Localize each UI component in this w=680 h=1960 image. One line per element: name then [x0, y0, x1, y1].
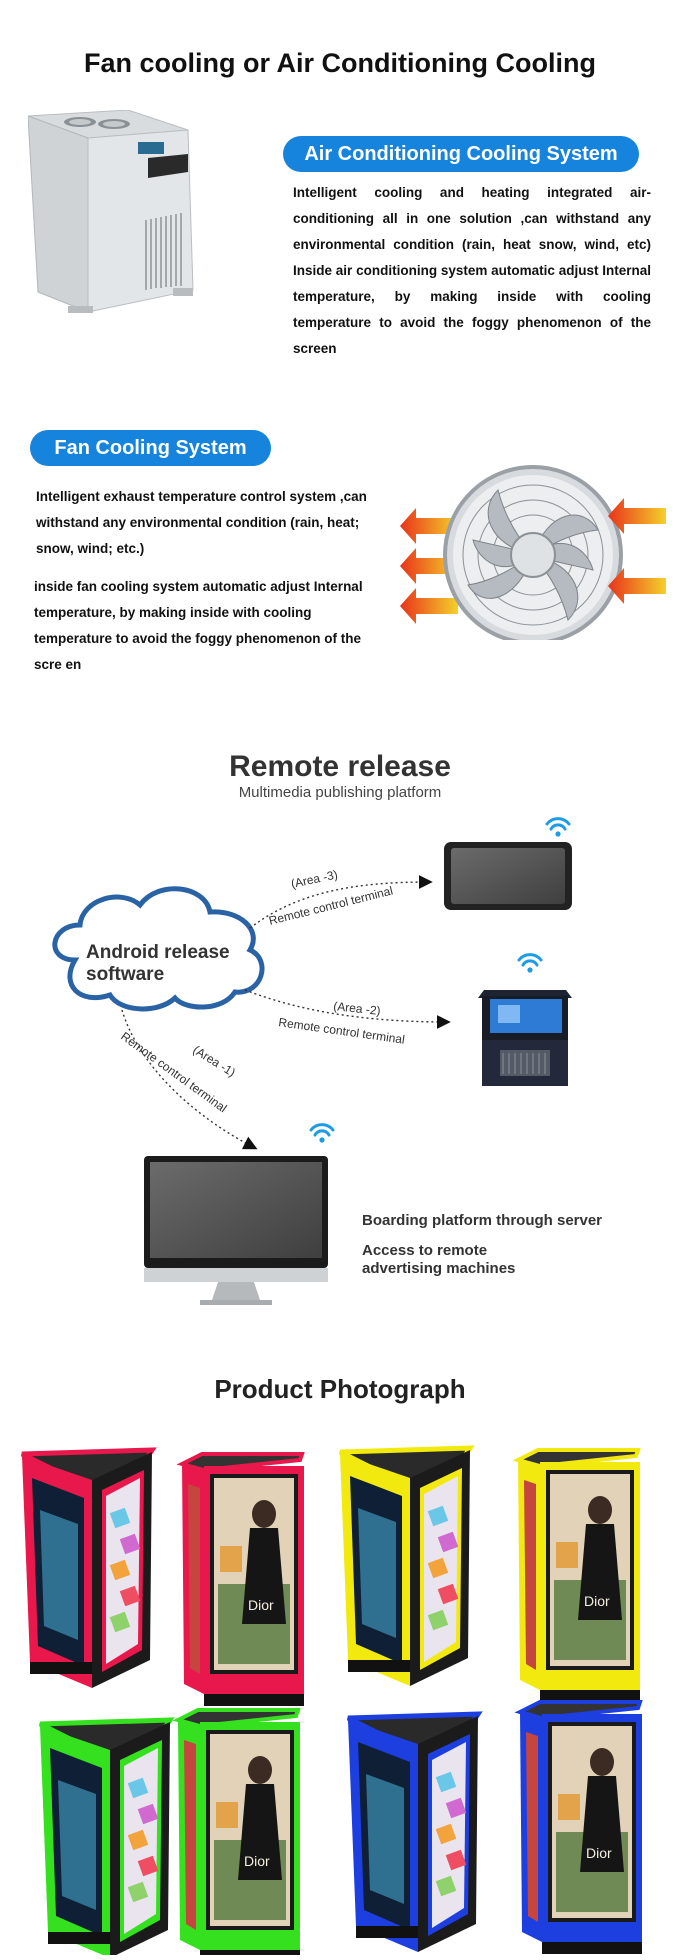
remote-note-2-line2: advertising machines — [362, 1260, 516, 1277]
area-1-terminal: Remote control terminal — [118, 1029, 229, 1115]
monitor-device — [144, 1156, 328, 1305]
product-brand: Dior — [244, 1853, 270, 1869]
remote-title: Remote release — [229, 750, 451, 783]
fan-image — [400, 465, 666, 640]
cooling-title: Fan cooling or Air Conditioning Cooling — [84, 48, 596, 78]
wifi-icon — [309, 1123, 335, 1137]
remote-note-2-line1: Access to remote — [362, 1242, 488, 1259]
remote-subtitle: Multimedia publishing platform — [238, 784, 442, 801]
product-brand: Dior — [584, 1593, 610, 1609]
ac-cooling-description: Intelligent cooling and heating integrat… — [293, 185, 651, 356]
product-photo — [346, 1711, 483, 1952]
ac-unit-image — [28, 110, 194, 313]
products-title: Product Photograph — [214, 1374, 466, 1404]
cloud-label-line1: Android release — [86, 942, 230, 963]
kiosk-device — [478, 990, 572, 1086]
wifi-icon — [517, 953, 543, 967]
remote-diagram: Android release software (Area -3) Remot… — [52, 817, 572, 1305]
product-photo: Dior — [514, 1700, 643, 1954]
wifi-icon — [545, 817, 571, 831]
ac-cooling-label: Air Conditioning Cooling System — [283, 136, 639, 172]
product-brand: Dior — [586, 1845, 612, 1861]
cloud-shape — [52, 886, 265, 1012]
fan-cooling-description-1: Intelligent exhaust temperature control … — [36, 489, 367, 556]
product-photo — [338, 1445, 475, 1686]
cloud-label-line2: software — [86, 964, 164, 985]
area-1-label: (Area -1) — [190, 1043, 238, 1080]
product-photo: Dior — [176, 1452, 305, 1706]
product-photo — [38, 1717, 175, 1955]
path-area-2 — [244, 989, 451, 1029]
fan-cooling-label: Fan Cooling System — [30, 430, 271, 466]
product-brand: Dior — [248, 1597, 274, 1613]
path-area-3 — [249, 875, 433, 929]
product-photo: Dior — [512, 1448, 641, 1702]
area-2-label: (Area -2) — [333, 999, 382, 1018]
product-photo — [20, 1447, 157, 1688]
area-3-label: (Area -3) — [290, 867, 339, 891]
product-photo: Dior — [172, 1708, 301, 1955]
fan-cooling-description-2: inside fan cooling system automatic adju… — [34, 579, 363, 672]
remote-note-1: Boarding platform through server — [362, 1212, 603, 1229]
area-3-terminal: Remote control terminal — [267, 884, 394, 928]
